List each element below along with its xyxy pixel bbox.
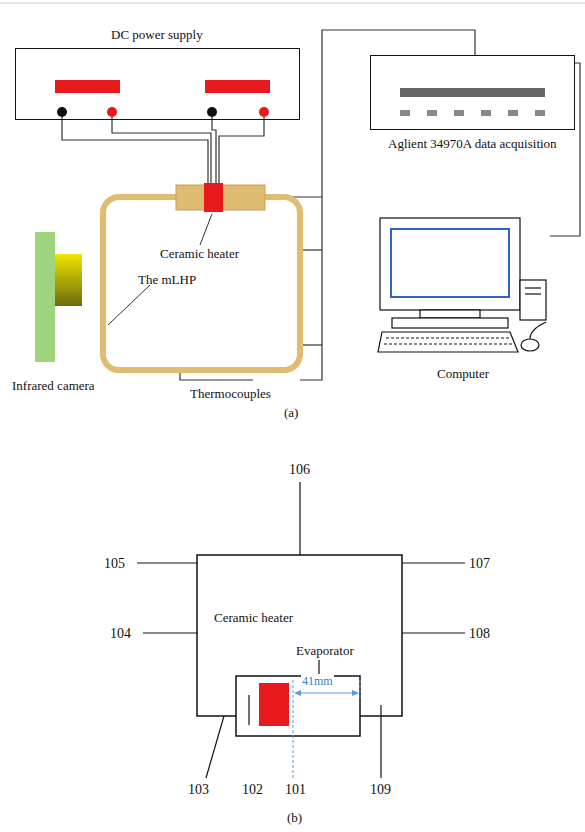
dimension-label: 41mm — [301, 674, 334, 689]
power-supply-box: DC power supply — [15, 48, 300, 120]
callout-number: 106 — [289, 462, 310, 477]
daq-panel — [400, 88, 545, 116]
callout-number: 107 — [469, 556, 490, 571]
data-acquisition-label: Aglient 34970A data acquisition — [388, 136, 557, 151]
callout-number: 103 — [188, 782, 209, 797]
supply-wire — [62, 117, 264, 184]
callout-number: 101 — [285, 782, 306, 797]
camera-label: Infrared camera — [12, 378, 95, 393]
dimension-41mm — [293, 680, 360, 778]
computer-illustration — [378, 218, 546, 352]
evaporator-label: Evaporator — [296, 643, 354, 658]
computer-label: Computer — [437, 366, 489, 381]
camera-lens — [55, 254, 82, 306]
callout-number: 108 — [469, 626, 490, 641]
thermocouples-label: Thermocouples — [190, 386, 271, 401]
ceramic-heater — [204, 183, 223, 212]
panel-label: (b) — [287, 810, 302, 825]
leader-line — [200, 214, 212, 245]
mlhp-loop — [103, 197, 300, 370]
callout-number: 109 — [370, 782, 391, 797]
mlhp-label: The mLHP — [138, 272, 196, 287]
leader-line — [108, 285, 150, 325]
computer-node: Computer — [376, 214, 550, 356]
power-supply-label: DC power supply — [111, 27, 203, 42]
panel-label: (a) — [284, 405, 298, 420]
callout-number: 102 — [242, 782, 263, 797]
callout-number: 104 — [110, 626, 131, 641]
camera-body — [35, 232, 55, 362]
ceramic-heater-label: Ceramic heater — [160, 246, 239, 261]
data-acquisition-box: Aglient 34970A data acquisition — [370, 55, 575, 130]
evaporator-schematic — [197, 555, 402, 736]
power-supply-panel — [55, 80, 270, 117]
callout-number: 105 — [104, 556, 125, 571]
ceramic-heater-label: Ceramic heater — [214, 610, 293, 625]
ceramic-heater — [259, 683, 289, 726]
thermocouple-leader — [137, 482, 465, 778]
top-rule — [0, 3, 585, 4]
